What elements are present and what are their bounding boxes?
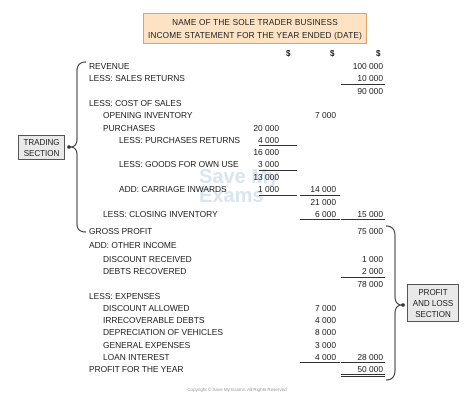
row-label: LESS: EXPENSES <box>89 291 161 301</box>
statement-title: INCOME STATEMENT FOR THE YEAR ENDED (DAT… <box>147 31 362 40</box>
row-value: 100 000 <box>352 61 383 71</box>
row-value: 75 000 <box>357 226 383 236</box>
subtotal-rule <box>259 145 297 146</box>
row-value: 13 000 <box>253 172 279 182</box>
row-label: LESS: COST OF SALES <box>89 98 182 108</box>
row-label: DISCOUNT RECEIVED <box>103 254 192 264</box>
row-value: 21 000 <box>310 197 336 207</box>
row-value: 2 000 <box>362 266 383 276</box>
currency-header-1: $ <box>286 49 291 58</box>
total-double-rule <box>341 374 385 377</box>
profit-loss-section-label: PROFIT AND LOSS SECTION <box>407 284 459 322</box>
row-label: DEPRECIATION OF VEHICLES <box>103 327 223 337</box>
row-value: 3 000 <box>258 159 279 169</box>
trading-bracket <box>69 61 87 233</box>
row-value: 6 000 <box>315 209 336 219</box>
row-value: 4 000 <box>315 352 336 362</box>
row-value: 1 000 <box>258 184 279 194</box>
currency-header-2: $ <box>330 49 335 58</box>
row-label: LESS: CLOSING INVENTORY <box>103 209 218 219</box>
row-value: 50 000 <box>357 364 383 374</box>
trading-bracket-dot <box>67 145 71 149</box>
profit-loss-bracket-dot <box>401 303 405 307</box>
row-label: LOAN INTEREST <box>103 352 170 362</box>
subtotal-rule <box>341 277 385 278</box>
row-value: 7 000 <box>315 303 336 313</box>
business-name: NAME OF THE SOLE TRADER BUSINESS <box>172 18 338 27</box>
row-label: DEBTS RECOVERED <box>103 266 187 276</box>
row-value: 3 000 <box>315 340 336 350</box>
currency-header-3: $ <box>376 49 381 58</box>
subtotal-rule <box>341 362 385 363</box>
subtotal-rule <box>259 195 297 196</box>
row-label: PURCHASES <box>103 123 156 133</box>
row-value: 10 000 <box>357 73 383 83</box>
row-label: ADD: OTHER INCOME <box>89 240 177 250</box>
row-value: 90 000 <box>357 86 383 96</box>
row-label: DISCOUNT ALLOWED <box>103 303 190 313</box>
row-label: OPENING INVENTORY <box>103 110 193 120</box>
row-label: IRRECOVERABLE DEBTS <box>103 315 205 325</box>
subtotal-rule <box>341 219 385 220</box>
row-value: 15 000 <box>357 209 383 219</box>
row-value: 4 000 <box>315 315 336 325</box>
copyright-footer: Copyright © Save My Exams. All Rights Re… <box>187 387 287 392</box>
row-label: LESS: SALES RETURNS <box>89 73 185 83</box>
row-value: 14 000 <box>310 184 336 194</box>
row-value: 20 000 <box>253 123 279 133</box>
row-value: 8 000 <box>315 327 336 337</box>
row-value: 78 000 <box>357 279 383 289</box>
profit-loss-bracket <box>385 225 403 381</box>
row-value: 1 000 <box>362 254 383 264</box>
row-value: 16 000 <box>253 147 279 157</box>
row-value: 4 000 <box>258 135 279 145</box>
row-label: LESS: PURCHASES RETURNS <box>119 135 240 145</box>
row-value: 28 000 <box>357 352 383 362</box>
subtotal-rule <box>259 170 297 171</box>
watermark: Save My Exams <box>199 166 280 207</box>
subtotal-rule <box>300 195 340 196</box>
subtotal-rule <box>300 362 340 363</box>
row-label: PROFIT FOR THE YEAR <box>89 364 184 374</box>
row-label: GROSS PROFIT <box>89 226 153 236</box>
subtotal-rule <box>300 219 340 220</box>
statement-title-box: NAME OF THE SOLE TRADER BUSINESS INCOME … <box>143 13 367 44</box>
row-label: REVENUE <box>89 61 130 71</box>
row-label: LESS: GOODS FOR OWN USE <box>119 159 239 169</box>
row-value: 7 000 <box>315 110 336 120</box>
row-label: ADD: CARRIAGE INWARDS <box>119 184 227 194</box>
trading-section-label: TRADING SECTION <box>18 135 65 160</box>
subtotal-rule <box>341 84 385 85</box>
row-label: GENERAL EXPENSES <box>103 340 191 350</box>
